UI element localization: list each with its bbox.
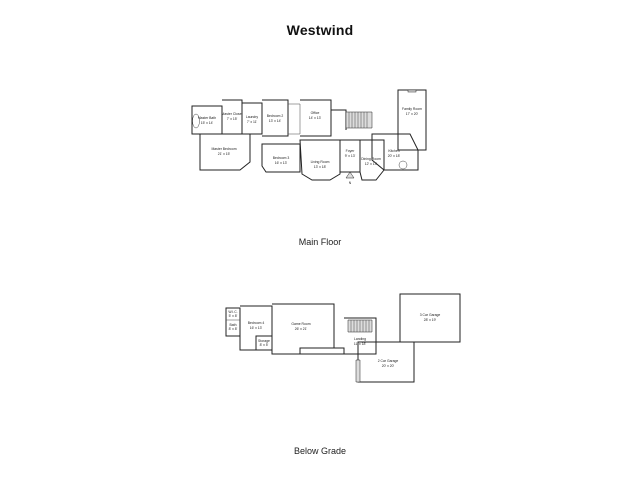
bathtub	[192, 113, 200, 129]
main-stair	[345, 111, 373, 129]
hall-walls	[331, 109, 347, 130]
room-dims: 21' x 15'	[218, 152, 231, 156]
family-room-walls	[397, 89, 427, 151]
room-label: Bedroom 2	[267, 114, 284, 118]
room-label: Bedroom 3	[273, 156, 290, 160]
kitchen-table	[398, 160, 408, 170]
room-dims: 13' x 14'	[269, 119, 282, 123]
laundry-walls	[242, 102, 263, 135]
room-label: 3 Car Garage	[420, 313, 441, 317]
below-grade-plan: W.I.C. 5' x 8' Bath 8' x 8' Bedroom 4 16…	[225, 293, 461, 383]
main-floor-caption: Main Floor	[298, 237, 342, 247]
main-floor-plan: N Master Bath 15' x 14' Master Closet 7'…	[191, 89, 427, 185]
room-label: Game Room	[291, 322, 310, 326]
landing-walls	[344, 317, 377, 355]
room-dims: 11' x 18'	[354, 342, 367, 346]
three-car-garage-walls	[399, 293, 461, 343]
bedroom-2-walls	[262, 99, 289, 137]
room-dims: 7' x 15'	[227, 117, 238, 121]
kitchen-walls	[371, 133, 419, 171]
entry-marker: N	[349, 181, 352, 185]
room-dims: 8' x 5'	[260, 343, 269, 347]
room-label: Laundry	[246, 115, 259, 119]
master-bedroom-walls	[199, 133, 251, 171]
room-label: Office	[311, 111, 320, 115]
entry-arrow	[345, 171, 355, 179]
room-label: Bedroom 4	[248, 321, 265, 325]
room-dims: 5' x 8'	[229, 314, 238, 318]
garage-steps	[355, 359, 361, 383]
room-label: Living Room	[311, 160, 330, 164]
room-label: Foyer	[346, 149, 356, 153]
plan-title: Westwind	[286, 22, 354, 38]
room-label: 2 Car Garage	[378, 359, 399, 363]
room-label: W.I.C.	[228, 310, 237, 314]
bedroom-2-closet	[288, 103, 301, 135]
room-label: Family Room	[402, 107, 422, 111]
room-dims: 15' x 14'	[201, 121, 214, 125]
room-label: Kitchen	[388, 149, 399, 153]
fireplace	[407, 89, 417, 93]
below-grade-caption: Below Grade	[293, 446, 347, 456]
room-label: Master Bath	[198, 116, 216, 120]
lower-hall-walls	[300, 347, 345, 355]
room-label: Landing	[354, 337, 366, 341]
room-dims: 20' x 18'	[388, 154, 401, 158]
room-dims: 9' x 13'	[345, 154, 356, 158]
room-dims: 20' x 20'	[382, 364, 395, 368]
stair-treads	[348, 112, 368, 128]
room-label: Master Closet	[222, 112, 243, 116]
room-dims: 28' x 19'	[424, 318, 437, 322]
room-label: Master Bedroom	[211, 147, 236, 151]
room-dims: 13' x 18'	[314, 165, 327, 169]
bedroom-3-walls	[261, 143, 301, 173]
room-label: Dining Room	[361, 157, 381, 161]
dining-room-walls	[359, 139, 385, 181]
room-dims: 16' x 13'	[275, 161, 288, 165]
master-bath-walls	[191, 105, 223, 135]
room-dims: 14' x 13'	[309, 116, 322, 120]
office-walls	[300, 99, 332, 137]
room-dims: 12' x 13'	[365, 162, 378, 166]
room-dims: 7' x 11'	[247, 120, 258, 124]
room-label: Storage	[258, 339, 270, 343]
lower-stair-treads	[350, 320, 370, 332]
room-dims: 8' x 8'	[229, 327, 238, 331]
room-dims: 16' x 13'	[250, 326, 263, 330]
room-dims: 26' x 21'	[295, 327, 308, 331]
room-dims: 17' x 20'	[406, 112, 419, 116]
room-label: Bath	[230, 323, 237, 327]
